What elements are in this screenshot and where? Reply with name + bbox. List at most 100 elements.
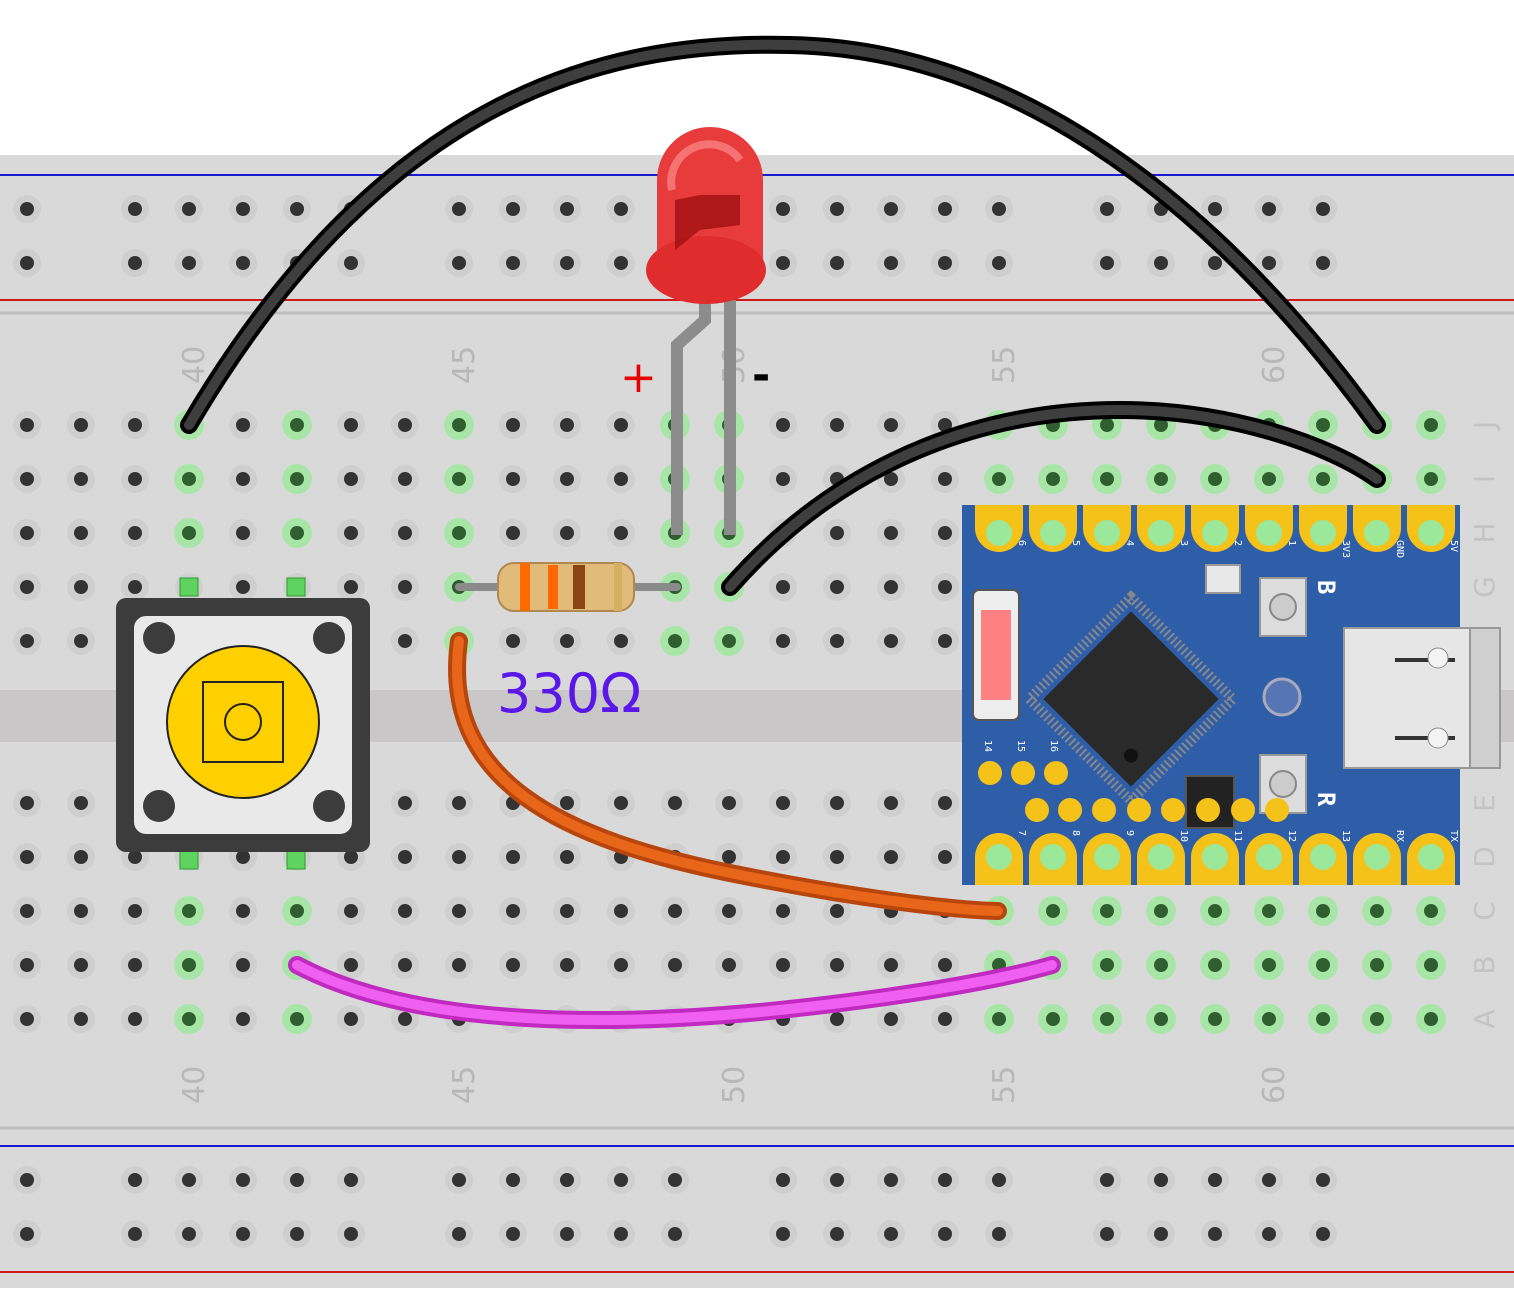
hole-r1-c24 (1316, 472, 1330, 486)
board-top-pad-hole-4 (1202, 520, 1228, 546)
rail-hole-r1-c22 (1208, 256, 1222, 270)
hole-r8-c17 (938, 958, 952, 972)
rail-hole-r2-c9 (506, 1173, 520, 1187)
button-b-cap[interactable] (1269, 593, 1297, 621)
hole-r7-c4 (236, 904, 250, 918)
hole-r2-c4 (236, 526, 250, 540)
rail-hole-r2-c4 (236, 1173, 250, 1187)
hole-r6-c1 (74, 850, 88, 864)
hole-r9-c26 (1424, 1012, 1438, 1026)
pushbutton-cap[interactable] (166, 645, 320, 799)
rail-hole-r3-c17 (938, 1227, 952, 1241)
hole-r2-c11 (614, 526, 628, 540)
hole-r9-c1 (74, 1012, 88, 1026)
hole-r6-c0 (20, 850, 34, 864)
hole-r7-c15 (830, 904, 844, 918)
hole-r0-c20 (1100, 418, 1114, 432)
rail-hole-r3-c10 (560, 1227, 574, 1241)
hole-r0-c6 (344, 418, 358, 432)
hole-r7-c0 (20, 904, 34, 918)
rail-hole-r2-c5 (290, 1173, 304, 1187)
hole-r1-c10 (560, 472, 574, 486)
rail-hole-r0-c3 (182, 202, 196, 216)
hole-r1-c2 (128, 472, 142, 486)
column-label-60-top: 60 (1257, 346, 1292, 384)
led-anode-leg (671, 300, 711, 535)
pushbutton-screw-bl (143, 790, 175, 822)
resistor-band-3 (573, 565, 585, 609)
hole-r5-c13 (722, 796, 736, 810)
hole-r7-c13 (722, 904, 736, 918)
board-top-pad-hole-2 (1094, 520, 1120, 546)
hole-r8-c14 (776, 958, 790, 972)
rail-hole-r0-c5 (290, 202, 304, 216)
hole-r8-c6 (344, 958, 358, 972)
hole-r1-c4 (236, 472, 250, 486)
hole-r2-c1 (74, 526, 88, 540)
board-led (1205, 564, 1241, 594)
rail-hole-r0-c24 (1316, 202, 1330, 216)
hole-r1-c19 (1046, 472, 1060, 486)
rail-hole-r0-c22 (1208, 202, 1222, 216)
hole-r6-c8 (452, 850, 466, 864)
hole-r9-c25 (1370, 1012, 1384, 1026)
rail-hole-r2-c15 (830, 1173, 844, 1187)
hole-r0-c14 (776, 418, 790, 432)
hole-r4-c17 (938, 634, 952, 648)
rail-hole-r1-c10 (560, 256, 574, 270)
crystal (1262, 677, 1302, 717)
hole-r7-c21 (1154, 904, 1168, 918)
hole-r4-c12 (668, 634, 682, 648)
button-b[interactable] (1259, 577, 1307, 637)
hole-r1-c9 (506, 472, 520, 486)
hole-r6-c15 (830, 850, 844, 864)
wire-led-ground-inner (725, 404, 1382, 592)
hole-r8-c25 (1370, 958, 1384, 972)
button-r-label: R (1312, 792, 1340, 807)
rail-hole-r3-c9 (506, 1227, 520, 1241)
rail-hole-r0-c16 (884, 202, 898, 216)
board-bottom-pin-label-3: 10 (1178, 830, 1189, 842)
rail-hole-r3-c4 (236, 1227, 250, 1241)
button-b-label: B (1312, 580, 1340, 594)
board-bottom-pin-label-6: 13 (1340, 830, 1351, 842)
board-gold-dots (978, 761, 1289, 822)
board-bottom-pin-label-7: RX (1394, 830, 1405, 842)
rail-hole-r3-c20 (1100, 1227, 1114, 1241)
button-r-cap[interactable] (1269, 770, 1297, 798)
rail-hole-r3-c0 (20, 1227, 34, 1241)
column-label-60-bottom: 60 (1257, 1066, 1292, 1104)
hole-r8-c21 (1154, 958, 1168, 972)
hole-r6-c17 (938, 850, 952, 864)
row-label-j: J (1468, 421, 1501, 431)
rail-hole-r2-c18 (992, 1173, 1006, 1187)
hole-r1-c21 (1154, 472, 1168, 486)
board-row-pad-2 (1092, 798, 1116, 822)
board-bottom-pad-hole-5 (1256, 844, 1282, 870)
hole-r7-c12 (668, 904, 682, 918)
rail-hole-r0-c11 (614, 202, 628, 216)
pushbutton[interactable] (116, 577, 370, 870)
hole-r5-c17 (938, 796, 952, 810)
rail-hole-r3-c18 (992, 1227, 1006, 1241)
rail-hole-r1-c11 (614, 256, 628, 270)
rail-hole-r1-c4 (236, 256, 250, 270)
rail-hole-r1-c21 (1154, 256, 1168, 270)
hole-r9-c3 (182, 1012, 196, 1026)
hole-r6-c2 (128, 850, 142, 864)
rail-hole-r2-c21 (1154, 1173, 1168, 1187)
hole-r8-c3 (182, 958, 196, 972)
rail-hole-r0-c23 (1262, 202, 1276, 216)
column-label-45-bottom: 45 (447, 1066, 482, 1104)
hole-r8-c4 (236, 958, 250, 972)
led-minus-label: - (752, 350, 770, 401)
rail-hole-r1-c9 (506, 256, 520, 270)
rail-hole-r0-c15 (830, 202, 844, 216)
usb-plug (1469, 627, 1501, 769)
column-label-50-bottom: 50 (717, 1066, 752, 1104)
row-label-e: E (1468, 794, 1501, 812)
rail-hole-r2-c17 (938, 1173, 952, 1187)
hole-r1-c11 (614, 472, 628, 486)
hole-r9-c20 (1100, 1012, 1114, 1026)
hole-r6-c16 (884, 850, 898, 864)
